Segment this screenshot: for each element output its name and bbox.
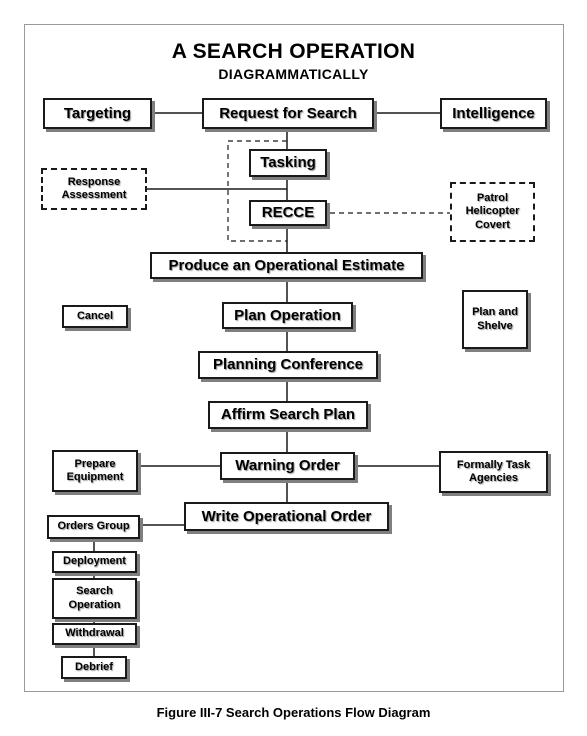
node-planning-conference: Planning Conference <box>198 351 378 379</box>
node-warning-order: Warning Order <box>220 452 355 480</box>
node-request-for-search: Request for Search <box>202 98 374 129</box>
node-produce-operational-estimate: Produce an Operational Estimate <box>150 252 423 279</box>
node-formally-task-agencies: Formally Task Agencies <box>439 451 548 493</box>
node-cancel: Cancel <box>62 305 128 328</box>
node-write-operational-order: Write Operational Order <box>184 502 389 531</box>
node-plan-operation: Plan Operation <box>222 302 353 329</box>
node-prepare-equipment: Prepare Equipment <box>52 450 138 492</box>
figure-caption: Figure III-7 Search Operations Flow Diag… <box>156 705 431 720</box>
node-recce: RECCE <box>249 200 327 226</box>
node-orders-group: Orders Group <box>47 515 140 539</box>
diagram-title: A SEARCH OPERATION <box>171 40 416 63</box>
node-search-operation: Search Operation <box>52 578 137 619</box>
node-intelligence: Intelligence <box>440 98 547 129</box>
node-response-assessment: Response Assessment <box>41 168 147 210</box>
node-debrief: Debrief <box>61 656 127 679</box>
node-withdrawal: Withdrawal <box>52 623 137 645</box>
recce-loop-dashed <box>227 140 287 242</box>
node-patrol-helicopter-covert: Patrol Helicopter Covert <box>450 182 535 242</box>
node-deployment: Deployment <box>52 551 137 573</box>
node-tasking: Tasking <box>249 149 327 177</box>
node-targeting: Targeting <box>43 98 152 129</box>
node-affirm-search-plan: Affirm Search Plan <box>208 401 368 429</box>
node-plan-and-shelve: Plan and Shelve <box>462 290 528 349</box>
diagram-subtitle: DIAGRAMMATICALLY <box>218 66 369 82</box>
